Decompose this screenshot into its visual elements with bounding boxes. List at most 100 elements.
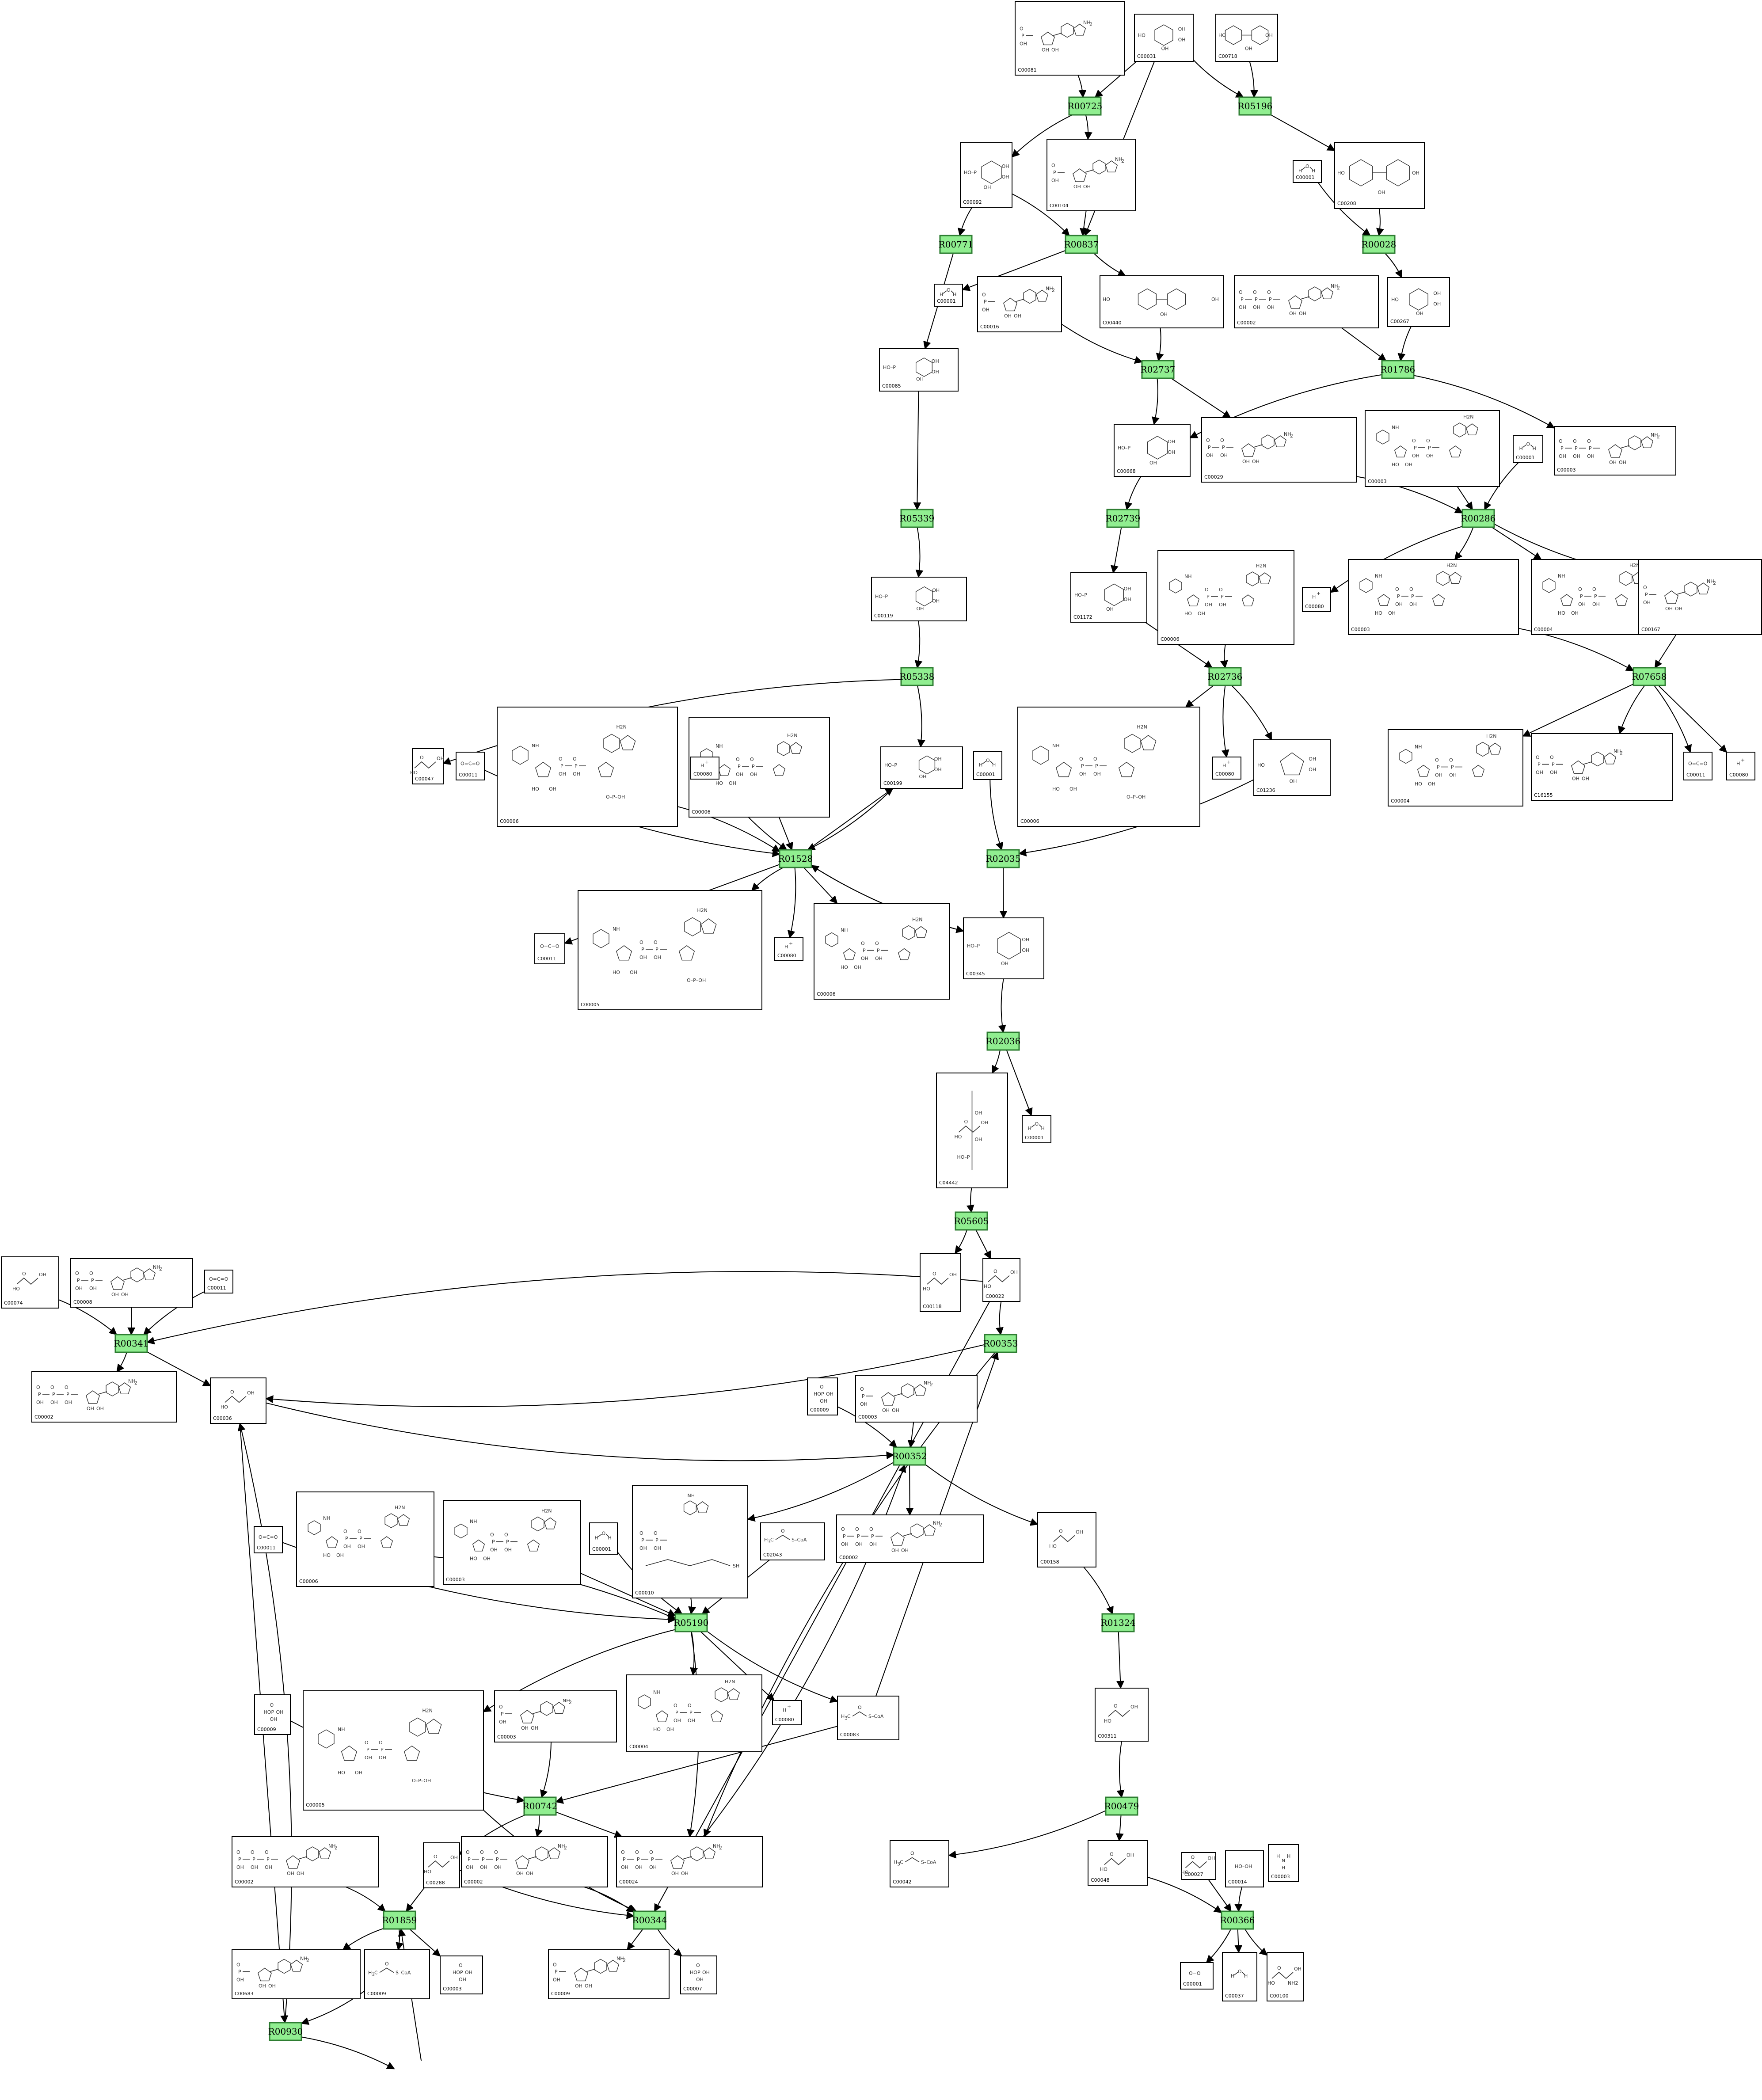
compound-node[interactable]: H+C00080 (1302, 587, 1331, 612)
reaction-node[interactable]: R02036 (986, 1031, 1021, 1051)
reaction-node[interactable]: R02739 (1106, 509, 1141, 528)
reaction-node[interactable]: R05190 (674, 1613, 709, 1632)
reaction-node[interactable]: R00479 (1104, 1796, 1139, 1816)
reaction-node[interactable]: R00366 (1220, 1910, 1255, 1930)
reaction-node[interactable]: R01324 (1101, 1613, 1136, 1632)
reaction-node[interactable]: R00341 (114, 1334, 149, 1353)
reaction-node[interactable]: R00930 (268, 2022, 303, 2041)
reaction-node[interactable]: R01786 (1381, 360, 1416, 379)
compound-node[interactable]: H+C00080 (774, 937, 803, 961)
reaction-node[interactable]: R01528 (778, 849, 813, 868)
reaction-node[interactable]: R00742 (523, 1796, 558, 1816)
reaction-node[interactable]: R05196 (1238, 96, 1273, 116)
reaction-node[interactable]: R00837 (1064, 235, 1099, 254)
reaction-node[interactable]: R07658 (1632, 667, 1667, 686)
reaction-node[interactable]: R00028 (1362, 235, 1397, 254)
reaction-node[interactable]: R05605 (954, 1211, 989, 1231)
reaction-node[interactable]: R02736 (1208, 667, 1243, 686)
reaction-node[interactable]: R01859 (382, 1910, 417, 1930)
reaction-node[interactable]: R02035 (986, 849, 1021, 868)
reaction-node[interactable]: R05339 (900, 509, 935, 528)
reaction-node[interactable]: R02737 (1141, 360, 1176, 379)
compound-node[interactable]: H+C00080 (1726, 752, 1755, 780)
reaction-node[interactable]: R00352 (892, 1446, 927, 1466)
reaction-node[interactable]: R00286 (1461, 509, 1496, 528)
reaction-node[interactable]: R00353 (983, 1334, 1018, 1353)
compound-node[interactable]: H+C00080 (1212, 757, 1241, 780)
reaction-node[interactable]: R05338 (900, 667, 935, 686)
compound-node[interactable]: H+C00080 (772, 1700, 802, 1725)
